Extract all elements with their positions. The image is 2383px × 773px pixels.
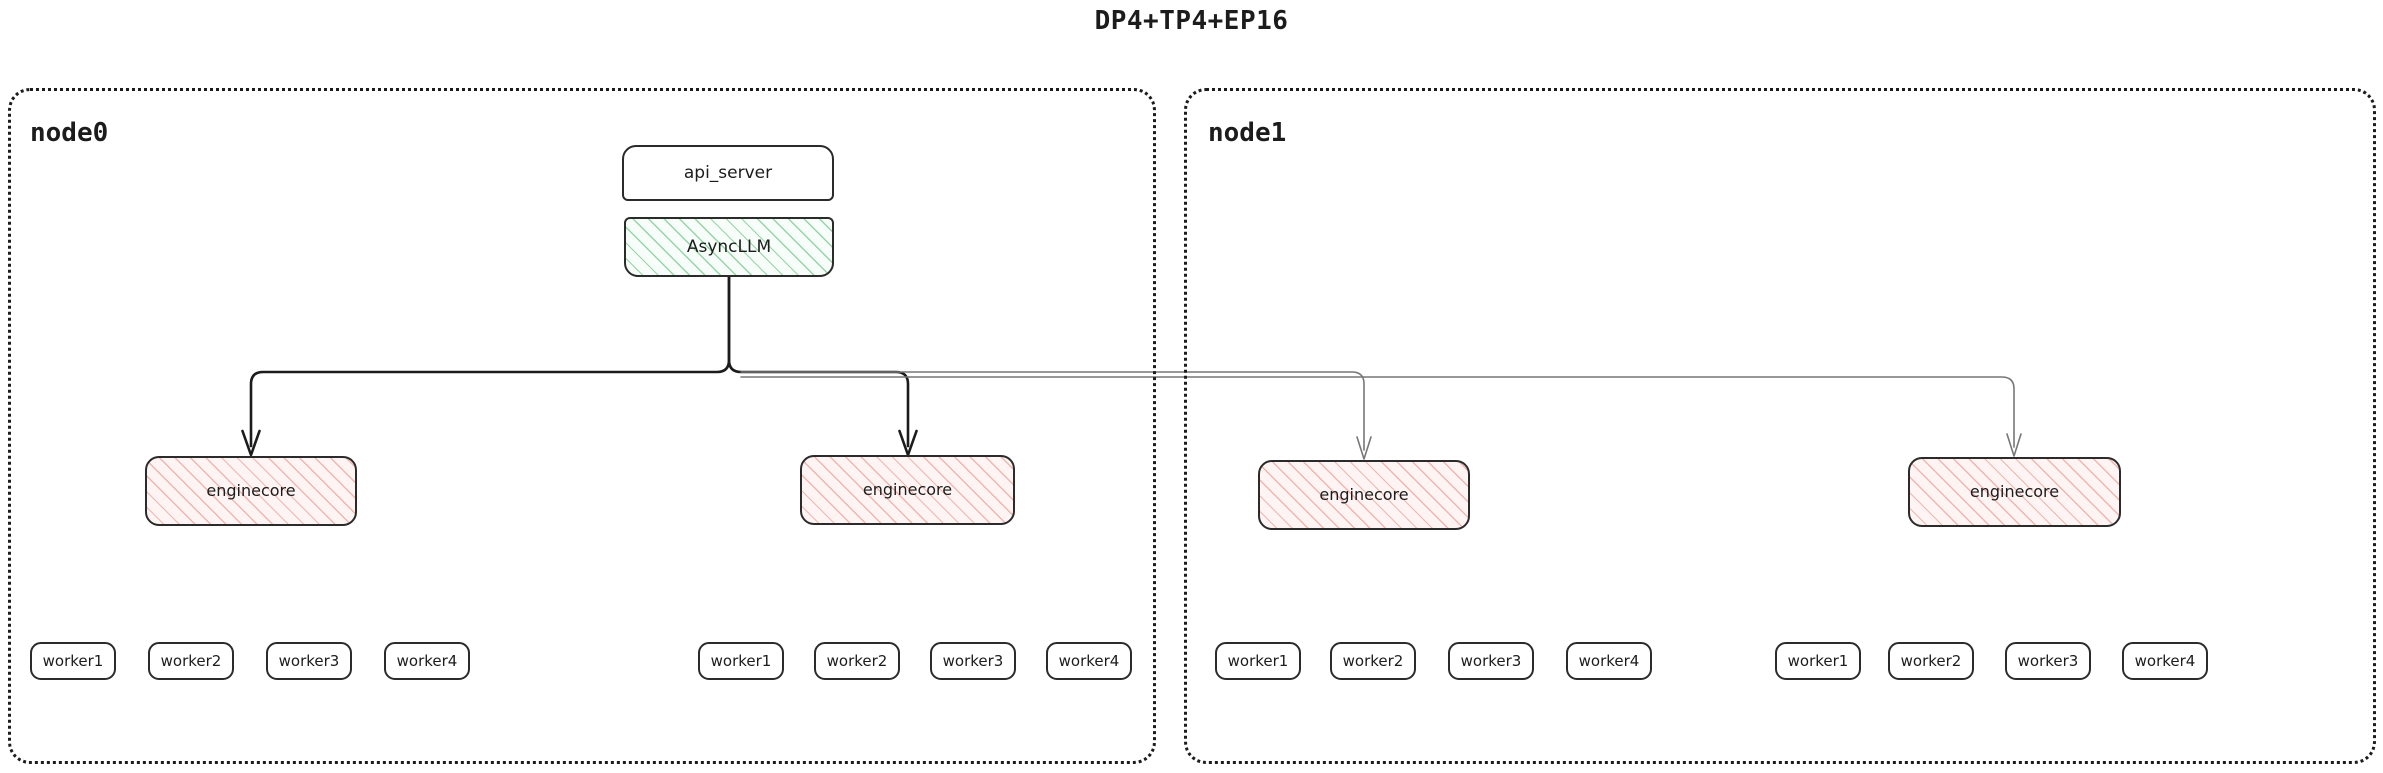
- node-box-label: worker1: [1787, 651, 1849, 670]
- node-box-w_n0a_2[interactable]: worker2: [148, 642, 234, 680]
- node-box-w_n1b_4[interactable]: worker4: [2122, 642, 2208, 680]
- node-box-label: worker3: [278, 651, 340, 670]
- node-box-api_server[interactable]: api_server: [622, 145, 834, 201]
- node-box-w_n1a_4[interactable]: worker4: [1566, 642, 1652, 680]
- node-box-label: AsyncLLM: [686, 236, 772, 257]
- node-box-label: worker1: [42, 651, 104, 670]
- node-box-enginecore_n0_1[interactable]: enginecore: [800, 455, 1015, 525]
- node-box-w_n1b_1[interactable]: worker1: [1775, 642, 1861, 680]
- node-box-enginecore_n1_0[interactable]: enginecore: [1258, 460, 1470, 530]
- node-box-label: api_server: [683, 162, 773, 183]
- node-box-w_n1a_3[interactable]: worker3: [1448, 642, 1534, 680]
- node-box-label: worker4: [1578, 651, 1640, 670]
- node-box-w_n1b_3[interactable]: worker3: [2005, 642, 2091, 680]
- page-title: DP4+TP4+EP16: [1094, 6, 1289, 36]
- node-box-w_n1a_1[interactable]: worker1: [1215, 642, 1301, 680]
- node-box-w_n0a_1[interactable]: worker1: [30, 642, 116, 680]
- node-box-w_n0b_1[interactable]: worker1: [698, 642, 784, 680]
- node-box-label: enginecore: [862, 480, 953, 500]
- node-box-label: worker1: [710, 651, 772, 670]
- node-box-w_n0a_3[interactable]: worker3: [266, 642, 352, 680]
- node-box-label: worker3: [1460, 651, 1522, 670]
- node-box-enginecore_n0_0[interactable]: enginecore: [145, 456, 357, 526]
- node-box-label: worker2: [826, 651, 888, 670]
- node-box-label: worker4: [2134, 651, 2196, 670]
- node-box-enginecore_n1_1[interactable]: enginecore: [1908, 457, 2121, 527]
- node-box-label: worker1: [1227, 651, 1289, 670]
- node-box-label: enginecore: [206, 481, 296, 501]
- node-box-label: worker2: [1342, 651, 1404, 670]
- node-box-label: worker3: [942, 651, 1004, 670]
- node-box-w_n1b_2[interactable]: worker2: [1888, 642, 1974, 680]
- node-box-w_n0b_3[interactable]: worker3: [930, 642, 1016, 680]
- node-box-label: worker4: [1058, 651, 1120, 670]
- node-box-label: worker4: [396, 651, 458, 670]
- node-box-asyncllm[interactable]: AsyncLLM: [624, 217, 834, 277]
- node-box-w_n0a_4[interactable]: worker4: [384, 642, 470, 680]
- node-box-label: worker3: [2017, 651, 2079, 670]
- node-box-label: enginecore: [1319, 485, 1409, 505]
- node-box-label: enginecore: [1969, 482, 2060, 502]
- node-box-w_n0b_4[interactable]: worker4: [1046, 642, 1132, 680]
- cluster-node1-label: node1: [1208, 118, 1287, 148]
- node-box-w_n0b_2[interactable]: worker2: [814, 642, 900, 680]
- cluster-node0-label: node0: [30, 118, 109, 148]
- node-box-label: worker2: [1900, 651, 1962, 670]
- node-box-w_n1a_2[interactable]: worker2: [1330, 642, 1416, 680]
- node-box-label: worker2: [160, 651, 222, 670]
